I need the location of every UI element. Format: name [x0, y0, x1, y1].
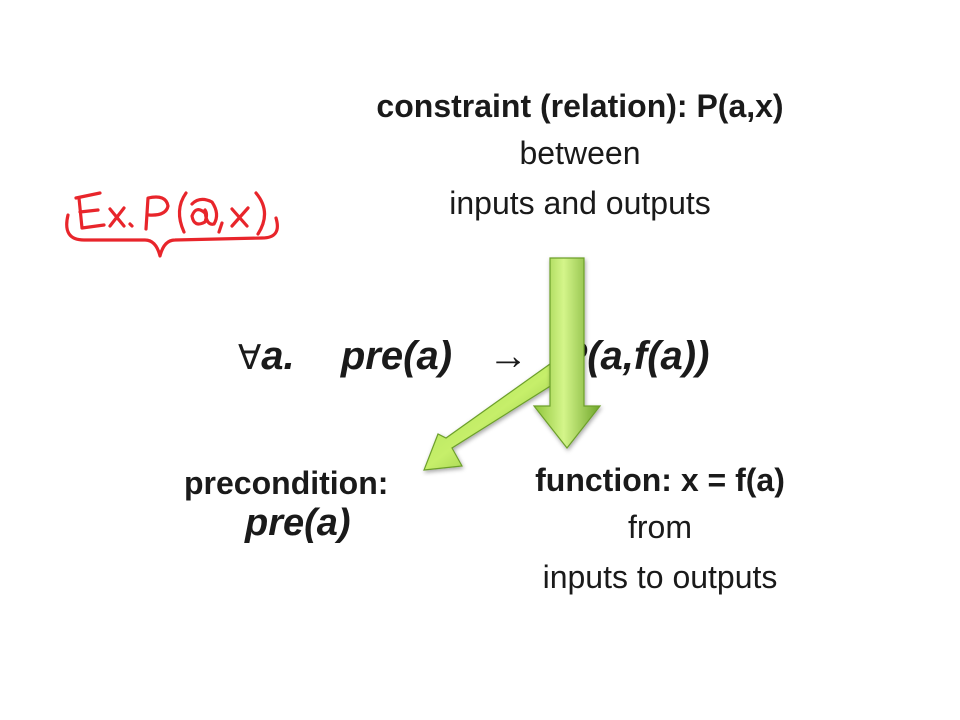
- constraint-inputs-outputs: inputs and outputs: [449, 185, 711, 221]
- precondition-label: precondition:: [184, 465, 389, 501]
- precondition-expr: pre(a): [245, 502, 351, 544]
- formula-var: a.: [261, 334, 295, 378]
- function-block: function: x = f(a) from inputs to output…: [470, 458, 850, 602]
- function-from: from: [628, 509, 692, 545]
- arrow-to-precondition: [423, 363, 561, 471]
- function-title-expr: x = f(a): [680, 462, 785, 498]
- function-title: function: x = f(a): [470, 458, 850, 502]
- formula-post: P(a,f(a)): [560, 334, 710, 378]
- function-title-prefix: function:: [535, 462, 681, 498]
- constraint-between: between: [519, 135, 641, 171]
- constraint-title: constraint (relation): P(a,x): [300, 84, 860, 128]
- forall-symbol: ∀: [238, 339, 262, 377]
- arrow-to-function: [532, 257, 602, 449]
- formula: ∀a. pre(a) → P(a,f(a)): [238, 334, 709, 379]
- constraint-title-expr: P(a,x): [696, 88, 784, 124]
- formula-arrow: →: [488, 334, 529, 378]
- constraint-block: constraint (relation): P(a,x) between in…: [300, 84, 860, 228]
- function-inputs-to-outputs: inputs to outputs: [542, 559, 778, 595]
- constraint-title-prefix: constraint (relation):: [376, 88, 697, 124]
- formula-pre: pre(a): [340, 334, 453, 378]
